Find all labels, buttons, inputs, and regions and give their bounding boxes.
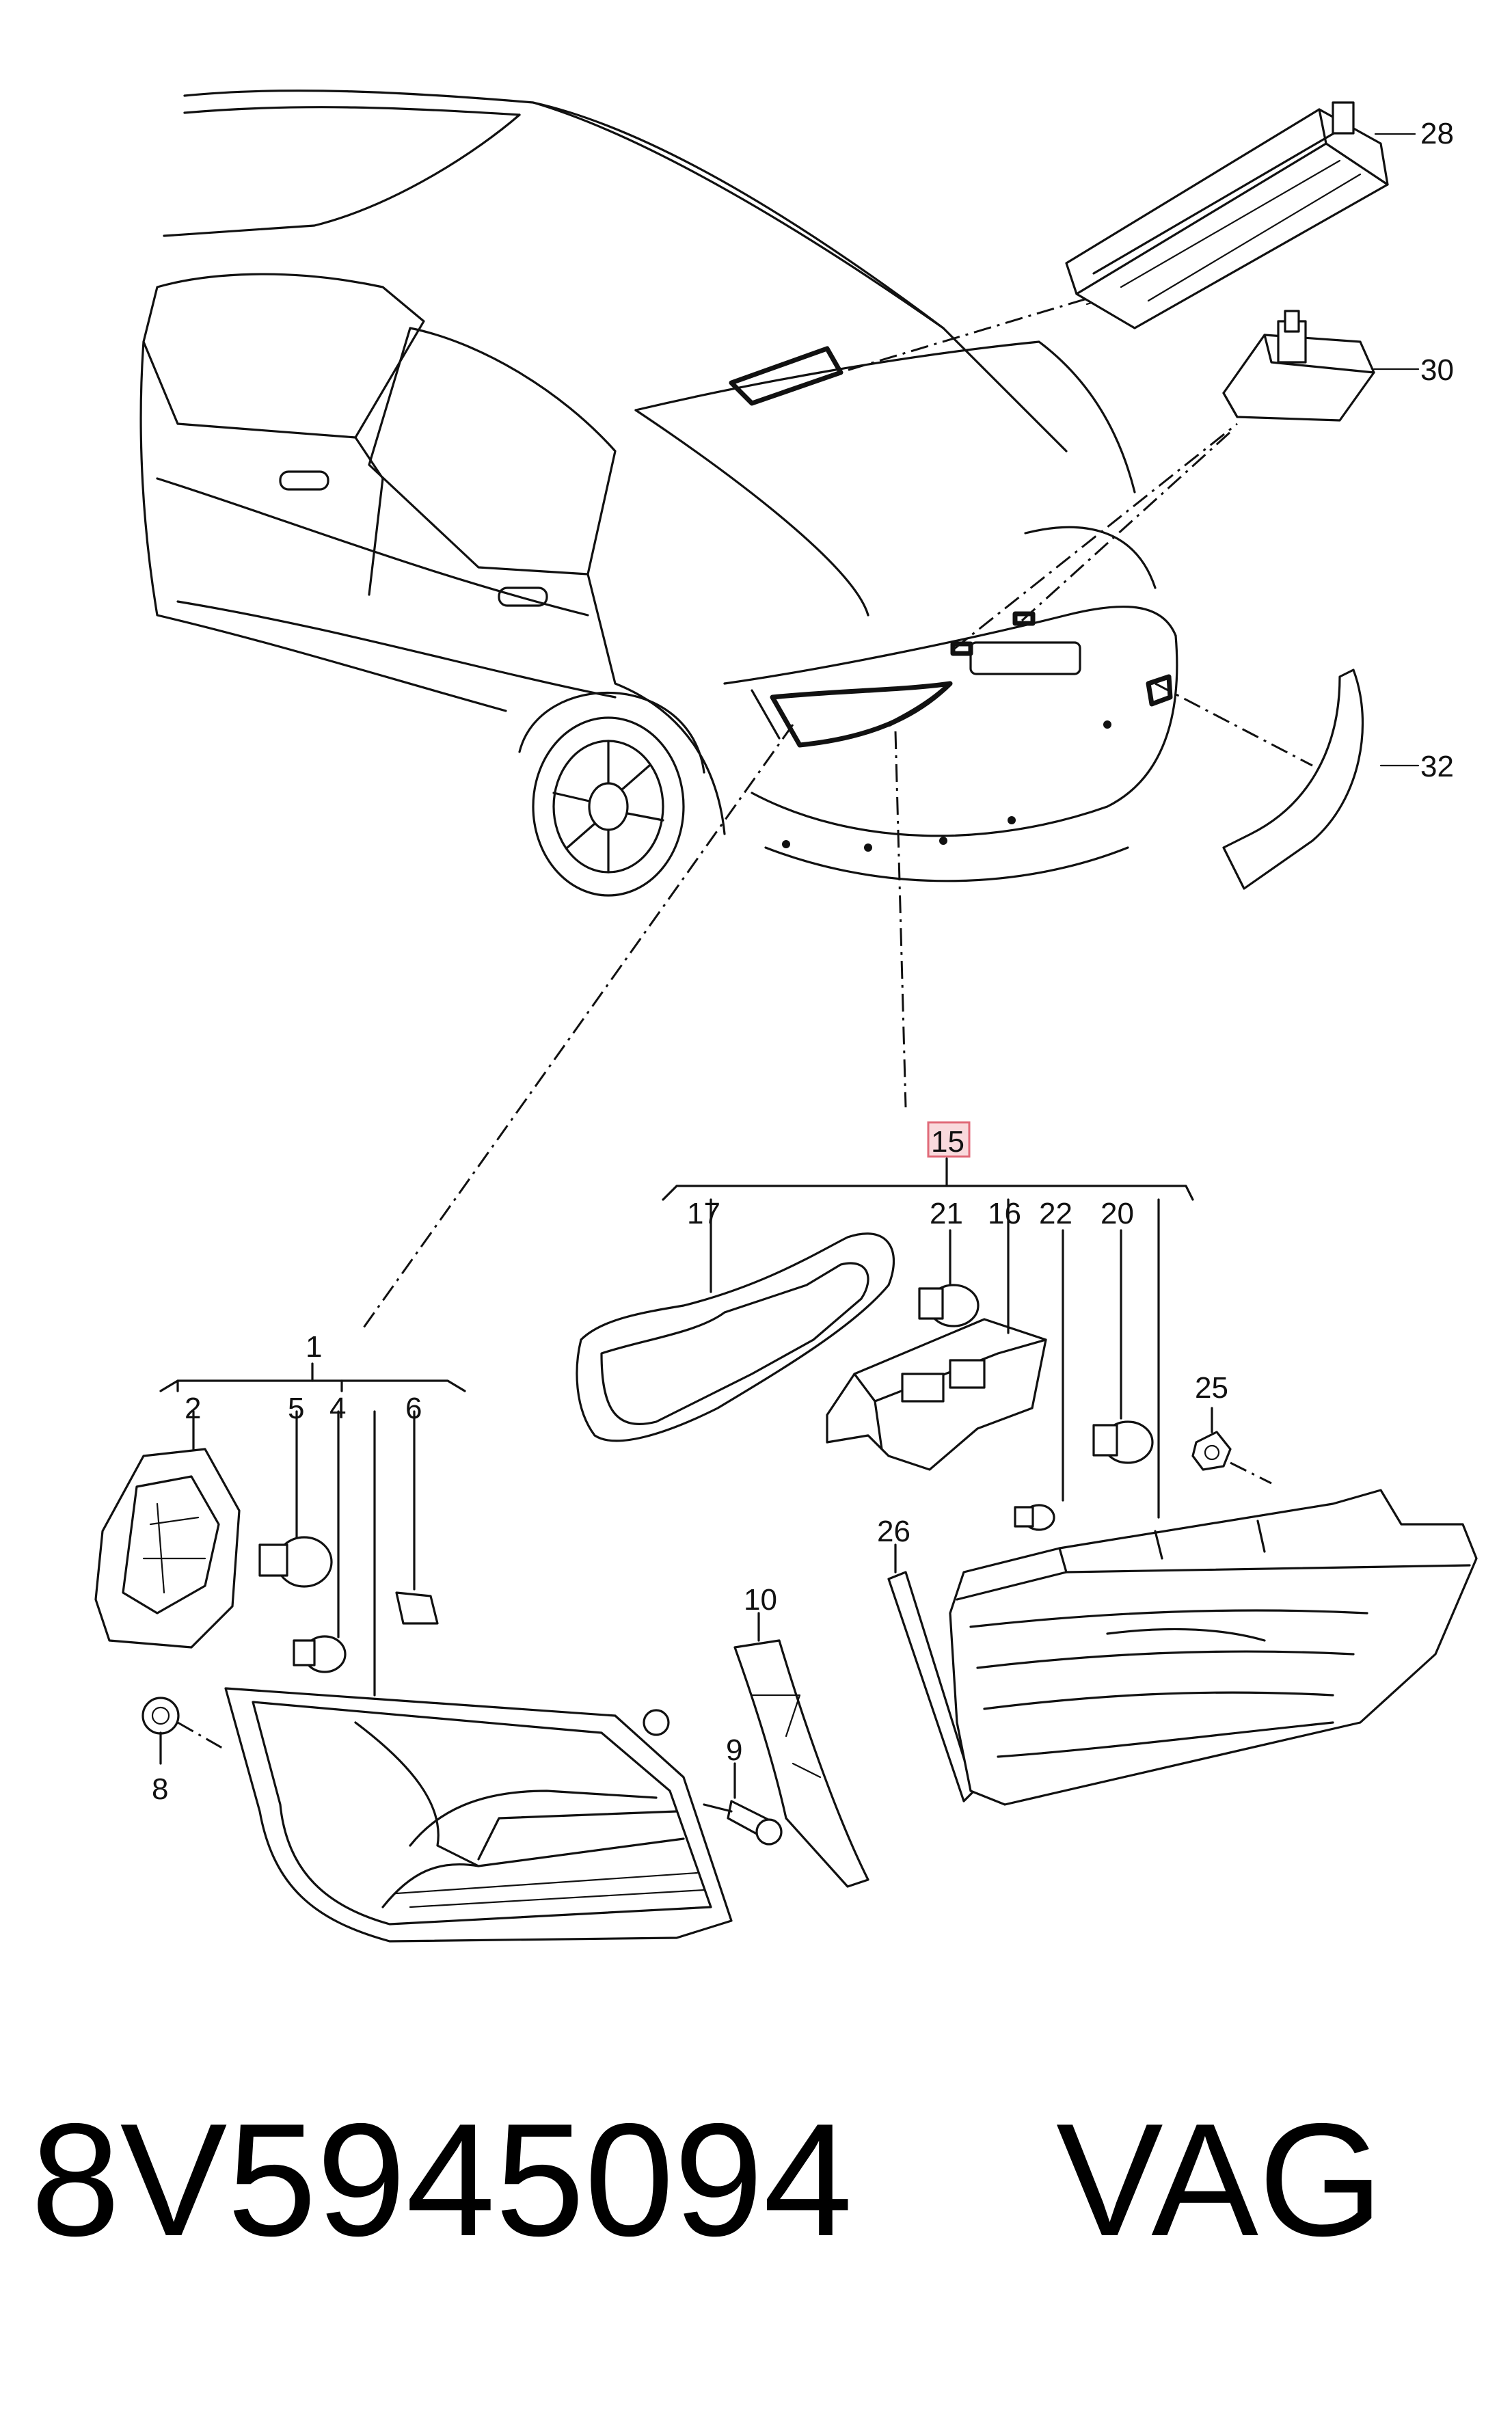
callout-26: 26: [877, 1515, 910, 1548]
part-22-bulb: [1014, 1229, 1064, 1531]
part-15-inner-tail-lamp: [949, 1489, 1478, 1806]
part-16-bulb-carrier: [826, 1198, 1047, 1471]
part-number: 8V5945094: [31, 2090, 852, 2269]
bracket-assembly-1: [159, 1362, 466, 1392]
callout-4: 4: [329, 1392, 346, 1425]
callout-15-highlight: [927, 1121, 971, 1158]
callout-17: 17: [687, 1197, 720, 1230]
part-10-trim: [733, 1612, 869, 1888]
part-4-bulb: [293, 1410, 347, 1673]
part-8-grommet: [141, 1697, 226, 1765]
part-2-bulb-holder: [94, 1410, 241, 1649]
part-5-bulb: [258, 1410, 333, 1588]
callout-30: 30: [1420, 353, 1454, 387]
assembly-15: [662, 1121, 1194, 1519]
part-28-brake-light: [1065, 101, 1389, 329]
part-20-bulb: [1092, 1229, 1154, 1464]
footer: 8V5945094 VAG: [31, 2090, 1383, 2269]
callout-15: 15: [931, 1125, 964, 1159]
callout-22: 22: [1039, 1197, 1072, 1230]
callout-25: 25: [1195, 1371, 1228, 1405]
part-30-license-lamp: [1222, 310, 1375, 422]
callout-16: 16: [988, 1197, 1021, 1230]
callout-32: 32: [1420, 750, 1454, 783]
callout-labels: 28 30 32 15 17 21 16 22 20 25 26 10 9 1 …: [152, 117, 1454, 1806]
part-9-screw: [703, 1762, 783, 1846]
car-illustration: [139, 89, 1178, 897]
part-17-lens: [576, 1198, 895, 1442]
callout-8: 8: [152, 1772, 168, 1806]
callout-10: 10: [744, 1583, 777, 1617]
part-6-bulb: [395, 1410, 439, 1625]
callout-28: 28: [1420, 117, 1454, 150]
part-21-bulb: [918, 1229, 980, 1327]
callout-6: 6: [405, 1392, 422, 1425]
part-1-tail-lamp: [224, 1410, 733, 1943]
callout-5: 5: [288, 1392, 304, 1425]
brand-name: VAG: [1056, 2090, 1383, 2269]
part-25-nut: [1191, 1407, 1272, 1485]
callout-2: 2: [185, 1392, 201, 1425]
leader-lines: [361, 133, 1420, 1330]
callout-21: 21: [930, 1197, 963, 1230]
callout-20: 20: [1101, 1197, 1134, 1230]
part-32-reflector: [1222, 669, 1364, 890]
callout-1: 1: [306, 1330, 322, 1364]
callout-9: 9: [726, 1733, 742, 1767]
